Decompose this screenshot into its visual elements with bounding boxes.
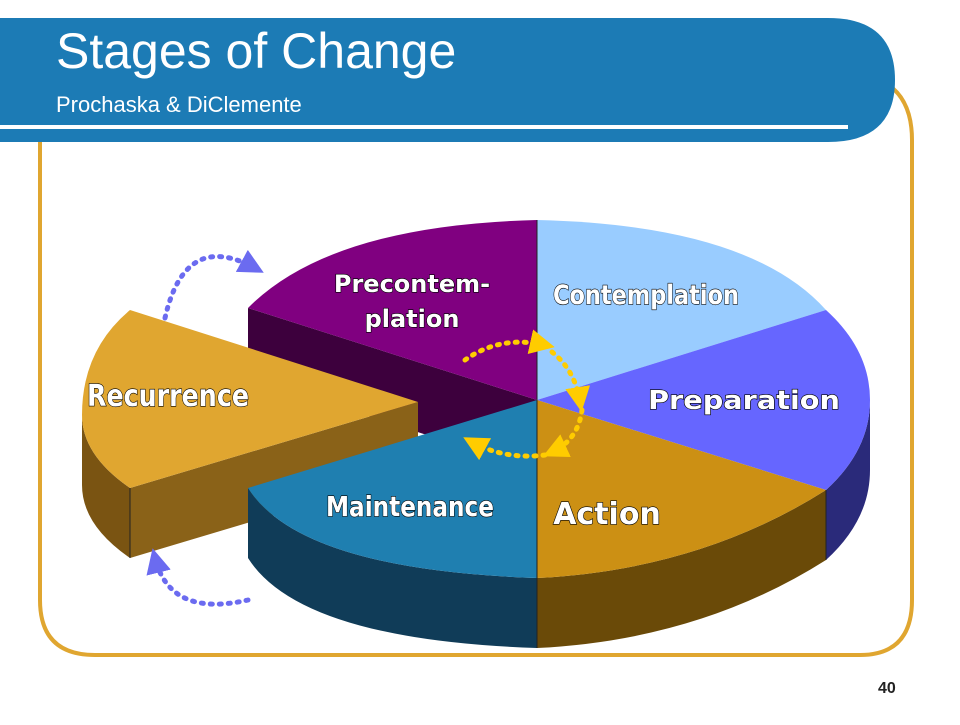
cycle-arrow-right <box>549 349 591 412</box>
slide-subtitle: Prochaska & DiClemente <box>56 92 302 117</box>
label-precontemplation-line2: plation <box>365 305 460 333</box>
label-precontemplation-line1: Precontem- <box>334 270 490 298</box>
label-recurrence: Recurrence <box>87 379 249 414</box>
action-slice <box>537 400 826 578</box>
contemplation-slice <box>537 220 826 400</box>
action-side <box>537 490 826 648</box>
recurrence-to-precontemplation-arrow <box>162 249 264 321</box>
slide-frame <box>38 78 914 657</box>
slice-outlines <box>129 220 827 648</box>
label-action: Action <box>553 497 661 532</box>
slide-title: Stages of Change <box>56 23 457 79</box>
page-number: 40 <box>878 680 896 697</box>
label-maintenance: Maintenance <box>326 490 494 523</box>
maintenance-side <box>248 488 537 648</box>
cycle-arrow-top <box>462 329 555 363</box>
label-contemplation: Contemplation <box>553 280 739 311</box>
preparation-side <box>826 400 870 560</box>
cycle-arrow-bottom <box>463 437 548 461</box>
precontemplation-slice <box>248 220 537 400</box>
header-band <box>0 18 895 142</box>
recurrence-slice <box>82 310 418 488</box>
recurrence-side <box>82 415 130 558</box>
cycle-arrow-lower-right <box>542 407 585 458</box>
preparation-slice <box>537 310 870 490</box>
recurrence-side-front <box>130 402 418 558</box>
maintenance-to-recurrence-arrow <box>146 548 251 607</box>
label-preparation: Preparation <box>648 386 840 416</box>
